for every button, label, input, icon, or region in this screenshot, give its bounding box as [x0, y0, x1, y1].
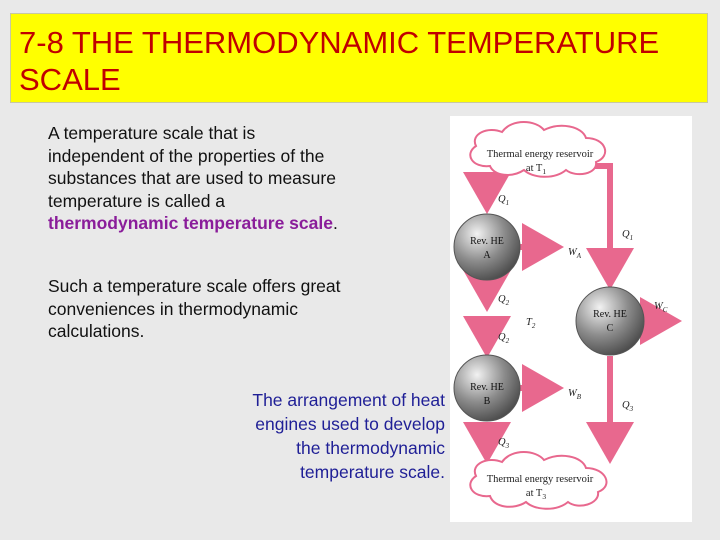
- svg-text:Thermal energy reservoir: Thermal energy reservoir: [487, 149, 594, 160]
- svg-text:B: B: [484, 396, 491, 407]
- definition-text: A temperature scale that is independent …: [48, 123, 336, 211]
- svg-text:at T1: at T1: [526, 163, 546, 176]
- reservoir-bottom: Thermal energy reservoir at T3: [469, 451, 608, 510]
- q2-bottom-label: Q2: [498, 332, 510, 345]
- q3-left-label: Q3: [498, 437, 510, 450]
- heat-engine-figure: Thermal energy reservoir at T1 Thermal e…: [450, 116, 692, 522]
- engine-c: Rev. HE C: [575, 286, 645, 356]
- svg-text:A: A: [483, 250, 491, 261]
- convenience-paragraph: Such a temperature scale offers great co…: [48, 276, 341, 341]
- q1-right-label: Q1: [622, 229, 633, 242]
- q3-right-label: Q3: [622, 400, 634, 413]
- q2-top-label: Q2: [498, 294, 510, 307]
- svg-text:Rev. HE: Rev. HE: [470, 236, 504, 247]
- wa-label: WA: [568, 247, 582, 260]
- svg-text:Rev. HE: Rev. HE: [470, 382, 504, 393]
- q1-arrow-to-c: [568, 163, 634, 290]
- svg-text:at T3: at T3: [526, 488, 546, 501]
- diagram-labels: Q1 Q1 WA Q2 T2 Q2 WC WB Q3 Q3: [498, 194, 668, 450]
- reservoir-top: Thermal energy reservoir at T1: [469, 121, 607, 178]
- definition-period: .: [332, 213, 338, 233]
- engine-b: Rev. HE B: [453, 354, 521, 422]
- heat-engine-diagram: Thermal energy reservoir at T1 Thermal e…: [453, 121, 682, 510]
- svg-text:Rev. HE: Rev. HE: [593, 309, 627, 320]
- svg-text:Thermal energy reservoir: Thermal energy reservoir: [487, 474, 594, 485]
- highlighted-term: thermodynamic temperature scale: [48, 213, 333, 233]
- t2-label: T2: [526, 317, 536, 330]
- q1-left-label: Q1: [498, 194, 509, 207]
- title-box: 7-8 THE THERMODYNAMIC TEMPERATURE SCALE: [10, 13, 708, 103]
- definition-paragraph: A temperature scale that is independent …: [48, 122, 348, 235]
- engine-a: Rev. HE A: [453, 213, 521, 281]
- slide-title: 7-8 THE THERMODYNAMIC TEMPERATURE SCALE: [19, 25, 660, 97]
- figure-caption: The arrangement of heat engines used to …: [252, 390, 445, 482]
- wb-label: WB: [568, 388, 582, 401]
- svg-text:C: C: [607, 323, 614, 334]
- wc-label: WC: [654, 301, 668, 314]
